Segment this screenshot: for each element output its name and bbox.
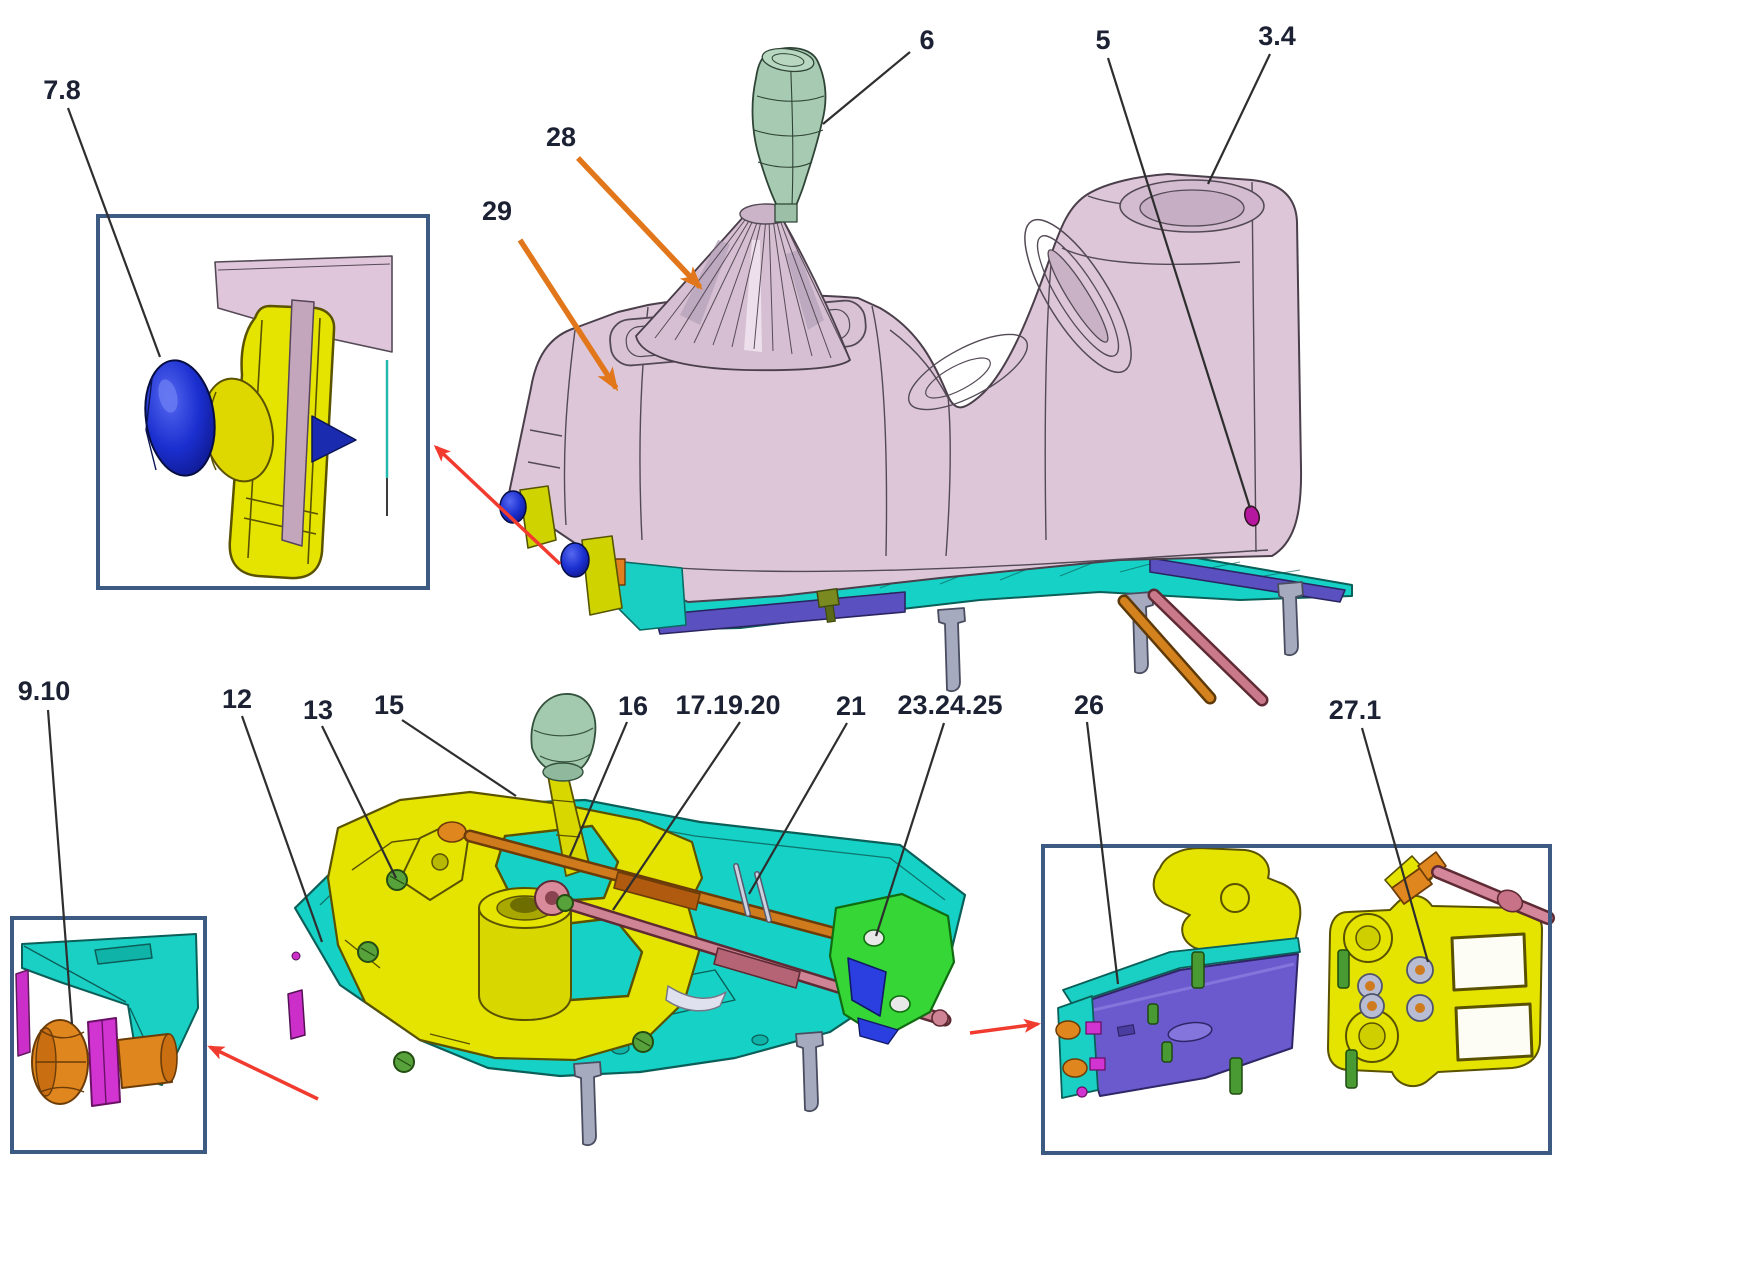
console-body <box>507 173 1303 603</box>
bracket-window <box>1454 1002 1534 1062</box>
green-bolts <box>357 869 654 1073</box>
blue-pointer-wedge <box>311 415 357 463</box>
blue-dome-bolt <box>144 359 216 477</box>
gear-knob <box>751 47 827 209</box>
pink-hose <box>1150 591 1266 704</box>
blue-insert <box>857 1017 899 1045</box>
callout-label-7.8: 7.8 <box>43 75 81 105</box>
leader-9.10 <box>46 709 74 1025</box>
callout-label-16: 16 <box>618 691 648 721</box>
arrow-to-detail-26-27 <box>969 1018 1041 1035</box>
callout-label-17.19.20: 17.19.20 <box>675 690 780 720</box>
callout-label-9.10: 9.10 <box>18 676 71 706</box>
olive-bolt <box>816 587 840 623</box>
leader-16 <box>568 721 629 857</box>
callout-label-29: 29 <box>482 196 512 226</box>
callout-label-13: 13 <box>303 695 333 725</box>
detail-view-9-10 <box>10 916 207 1154</box>
leader-23.24.25 <box>874 722 946 937</box>
green-pins <box>1147 951 1243 1095</box>
detail-content-base-underside <box>1055 847 1302 1099</box>
ball-socket-cylinder <box>478 907 572 1021</box>
orange-sleeve <box>117 1033 173 1089</box>
detail-content-blue-bushing <box>144 255 393 580</box>
lower-shifter-assembly <box>287 693 967 1147</box>
blue-insert <box>847 957 887 1017</box>
bolt-hole <box>863 929 885 947</box>
leader-5 <box>1106 57 1252 509</box>
detail-content-rear-bracket <box>1327 851 1555 1089</box>
leader-26 <box>1085 721 1120 985</box>
retainer-pin <box>755 872 771 922</box>
callout-label-28: 28 <box>546 122 576 152</box>
orange-bolt <box>1062 1058 1088 1078</box>
bolt-hole <box>889 995 911 1013</box>
callout-label-3.4: 3.4 <box>1258 21 1296 51</box>
leader-15 <box>401 719 517 797</box>
callout-label-26: 26 <box>1074 690 1104 720</box>
leader-21 <box>748 722 848 895</box>
knob-top-plate <box>761 47 815 73</box>
retainer-pin <box>734 864 750 916</box>
inset-frames <box>10 214 1552 1155</box>
callout-annotations: 7.8 28 29 6 5 3.4 9.10 12 13 15 16 17.19.20 21 23.24.… <box>18 21 1430 1101</box>
orange-cable-sleeve <box>613 871 701 911</box>
green-pin <box>1345 1049 1358 1089</box>
upper-console-assembly <box>499 47 1353 707</box>
mounting-legs <box>937 581 1304 693</box>
pink-insert-strip <box>281 299 315 547</box>
silver-washers <box>1357 956 1434 1022</box>
callout-label-27.1: 27.1 <box>1329 695 1382 725</box>
magenta-tab <box>15 969 31 1057</box>
white-strap <box>665 985 727 1012</box>
callout-label-6: 6 <box>919 25 934 55</box>
orange-hose <box>1120 597 1214 702</box>
knob-stem <box>774 203 798 223</box>
callout-label-5: 5 <box>1095 25 1110 55</box>
blue-dome-bolt <box>560 542 590 578</box>
arrow-to-detail-9-10 <box>207 1045 319 1101</box>
callout-label-23.24.25: 23.24.25 <box>897 690 1002 720</box>
leader-13 <box>321 725 397 879</box>
leader-17.19.20 <box>612 721 741 911</box>
leader-7.8 <box>66 107 162 358</box>
mounting-legs-lower <box>573 1031 824 1147</box>
orange-cable-end <box>1391 867 1433 905</box>
shift-boot <box>635 212 851 372</box>
detail-content-orange-bolt <box>15 933 199 1107</box>
yellow-clip-bracket <box>581 535 623 616</box>
callout-label-12: 12 <box>222 684 252 714</box>
arrow-to-detail-7-8 <box>433 444 562 566</box>
callout-label-21: 21 <box>836 691 866 721</box>
callout-label-15: 15 <box>374 690 404 720</box>
armrest-slot <box>1024 218 1132 374</box>
detail-view-26-27 <box>1041 844 1552 1155</box>
green-pin <box>1337 949 1350 989</box>
orange-ball-cap <box>437 821 467 843</box>
leader-27.1 <box>1360 727 1430 963</box>
detail-view-7-8 <box>96 214 430 590</box>
leader-12 <box>240 715 324 943</box>
pink-cable-sleeve <box>713 947 801 989</box>
leader-29 <box>517 238 619 392</box>
magenta-clip <box>287 989 306 1040</box>
pink-cable <box>1433 867 1553 923</box>
orange-bolt <box>1055 1020 1081 1040</box>
leader-3.4 <box>1207 53 1271 185</box>
leader-6 <box>822 51 911 125</box>
bracket-window <box>1450 932 1528 992</box>
leader-28 <box>576 156 703 290</box>
